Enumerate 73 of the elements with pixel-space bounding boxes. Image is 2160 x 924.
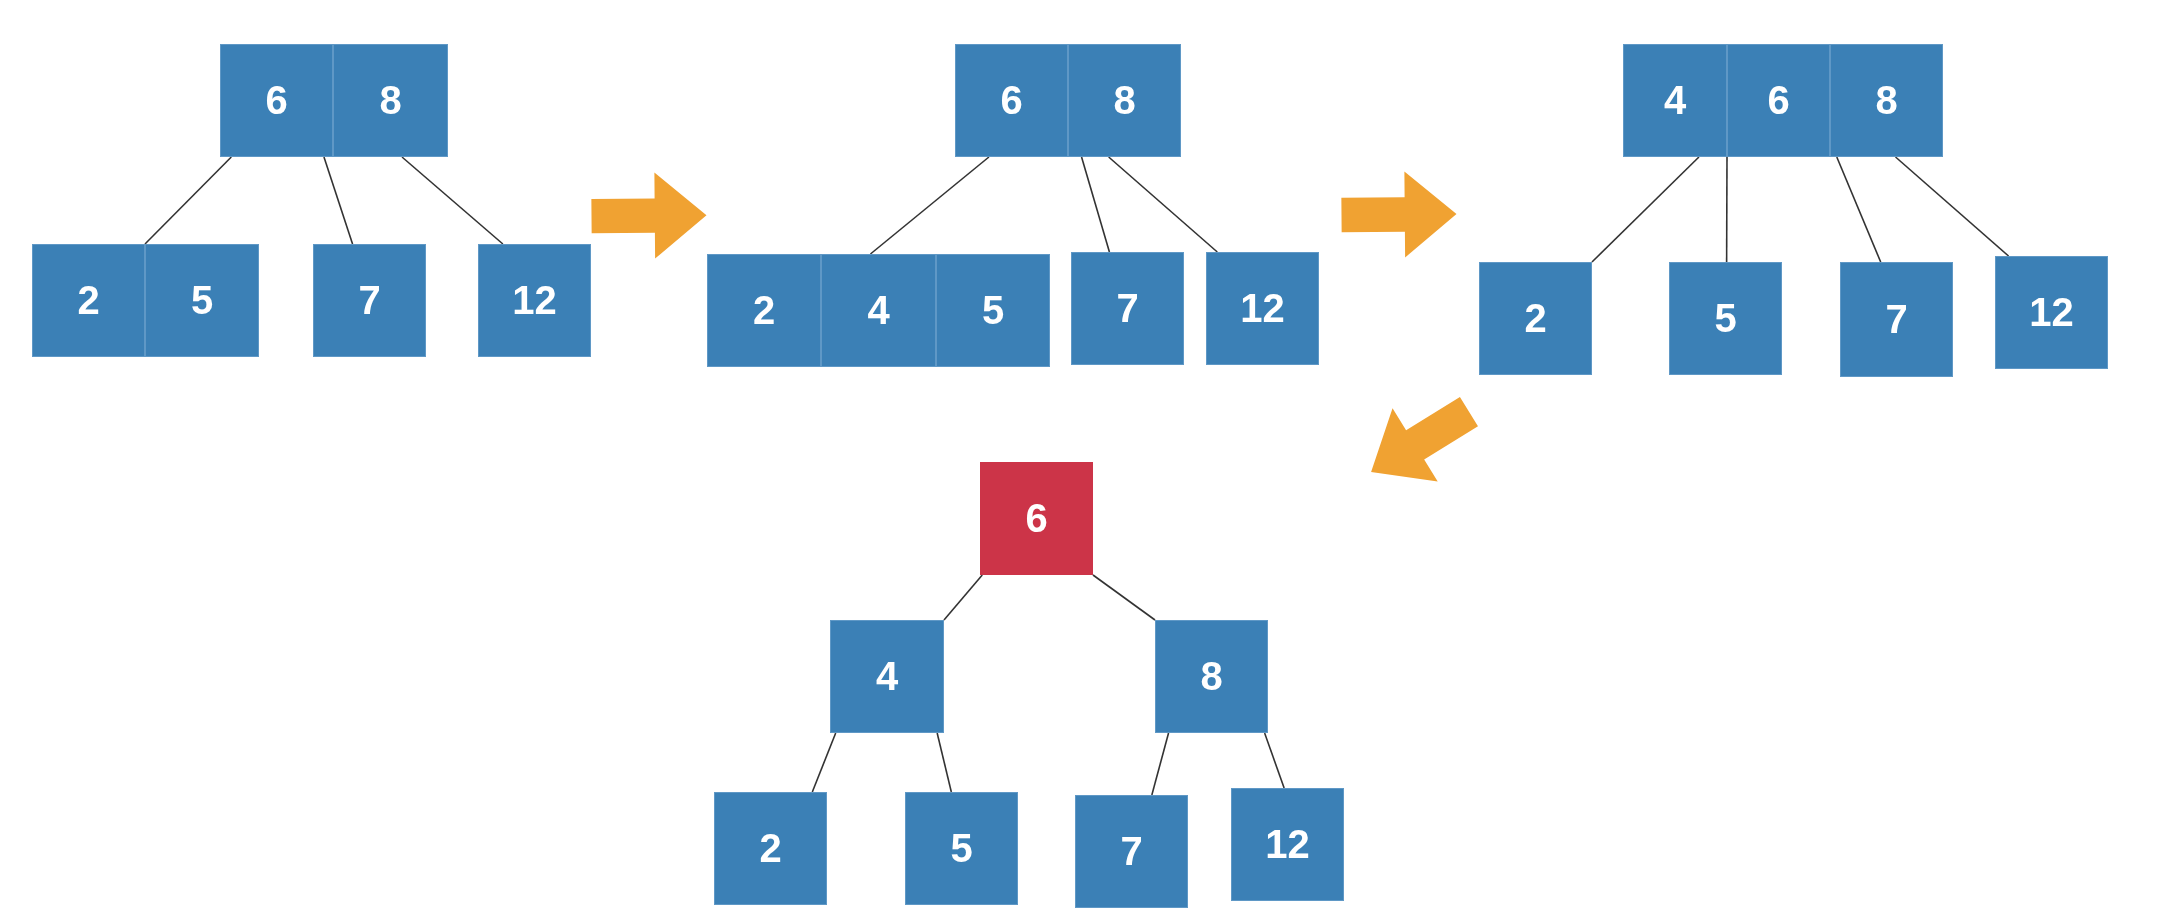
tree-edge xyxy=(811,732,837,793)
tree-edge xyxy=(1080,156,1111,253)
key-box xyxy=(1071,252,1184,365)
key-box xyxy=(1206,252,1319,365)
key-box xyxy=(830,620,944,733)
tree-edge xyxy=(1092,574,1156,621)
tree-edge xyxy=(869,156,990,255)
tree-edge xyxy=(1151,732,1170,796)
key-value: 8 xyxy=(1113,78,1136,123)
key-value: 8 xyxy=(1875,78,1898,123)
key-box xyxy=(1075,795,1188,908)
key-value: 7 xyxy=(1885,297,1908,342)
key-value: 8 xyxy=(379,78,402,123)
key-value: 7 xyxy=(1116,286,1139,331)
key-box xyxy=(1830,44,1943,157)
key-box xyxy=(313,244,426,357)
key-value: 5 xyxy=(981,288,1005,333)
key-value: 6 xyxy=(1025,496,1048,541)
key-value: 2 xyxy=(752,288,776,333)
tree-edge xyxy=(1836,156,1882,263)
key-box xyxy=(1068,44,1181,157)
key-box xyxy=(1479,262,1592,375)
key-value: 4 xyxy=(867,288,890,333)
key-value: 4 xyxy=(1663,78,1687,123)
key-value: 2 xyxy=(759,826,782,871)
tree-edge xyxy=(323,156,354,245)
key-value: 4 xyxy=(875,654,899,699)
key-box xyxy=(32,244,145,357)
tree-edge xyxy=(943,574,984,621)
tree-edge xyxy=(1263,732,1285,789)
step-arrow xyxy=(1341,171,1457,258)
key-box xyxy=(821,254,936,367)
key-box xyxy=(1727,44,1830,157)
key-value: 12 xyxy=(2029,290,2074,335)
key-value: 12 xyxy=(512,278,557,323)
key-box xyxy=(1840,262,1953,377)
key-value: 8 xyxy=(1200,654,1223,699)
key-value: 2 xyxy=(1524,296,1547,341)
tree-edge xyxy=(1894,156,2010,257)
key-box xyxy=(1155,620,1268,733)
tree-edge xyxy=(936,732,953,793)
key-value: 6 xyxy=(265,78,288,123)
key-box xyxy=(145,244,259,357)
key-value: 5 xyxy=(1714,296,1737,341)
tree-edge xyxy=(1725,156,1728,263)
step-arrow xyxy=(1371,397,1478,482)
key-box xyxy=(905,792,1018,905)
tree-edge xyxy=(1591,156,1700,263)
key-value: 7 xyxy=(358,278,381,323)
key-box xyxy=(714,792,827,905)
key-value: 7 xyxy=(1120,829,1143,874)
key-box xyxy=(980,462,1093,575)
key-value: 5 xyxy=(190,278,214,323)
step-arrow xyxy=(591,172,707,259)
key-box xyxy=(707,254,821,367)
key-value: 12 xyxy=(1240,286,1285,331)
key-box xyxy=(955,44,1068,157)
key-box xyxy=(333,44,448,157)
key-box xyxy=(1623,44,1727,157)
key-value: 6 xyxy=(1767,78,1790,123)
key-box xyxy=(936,254,1050,367)
key-box xyxy=(1231,788,1344,901)
tree-edge xyxy=(144,156,233,245)
key-box xyxy=(220,44,333,157)
key-box xyxy=(1995,256,2108,369)
key-value: 5 xyxy=(950,826,973,871)
key-box xyxy=(478,244,591,357)
key-value: 2 xyxy=(77,278,100,323)
tree-edge xyxy=(401,156,504,245)
key-value: 12 xyxy=(1265,822,1310,867)
key-box xyxy=(1669,262,1782,375)
key-value: 6 xyxy=(1000,78,1023,123)
tree-edge xyxy=(1107,156,1219,253)
